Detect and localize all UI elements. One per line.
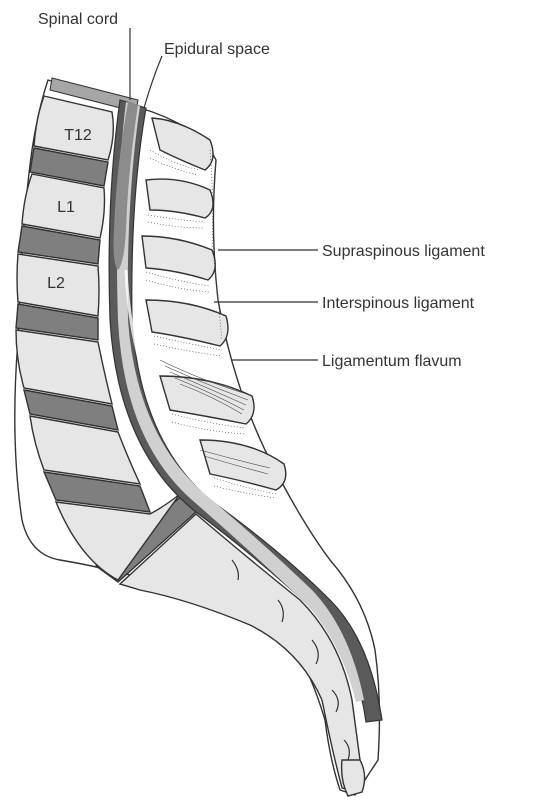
label-interspinous-ligament: Interspinous ligament [322,295,475,312]
label-t12: T12 [64,127,92,144]
label-ligamentum-flavum: Ligamentum flavum [322,353,462,370]
label-supraspinous-ligament: Supraspinous ligament [322,243,485,260]
leader-epidural [144,56,162,108]
label-spinal-cord: Spinal cord [38,11,118,28]
label-l2: L2 [47,275,65,292]
coccyx [342,760,365,796]
label-epidural-space: Epidural space [164,41,270,58]
label-l1: L1 [57,199,75,216]
